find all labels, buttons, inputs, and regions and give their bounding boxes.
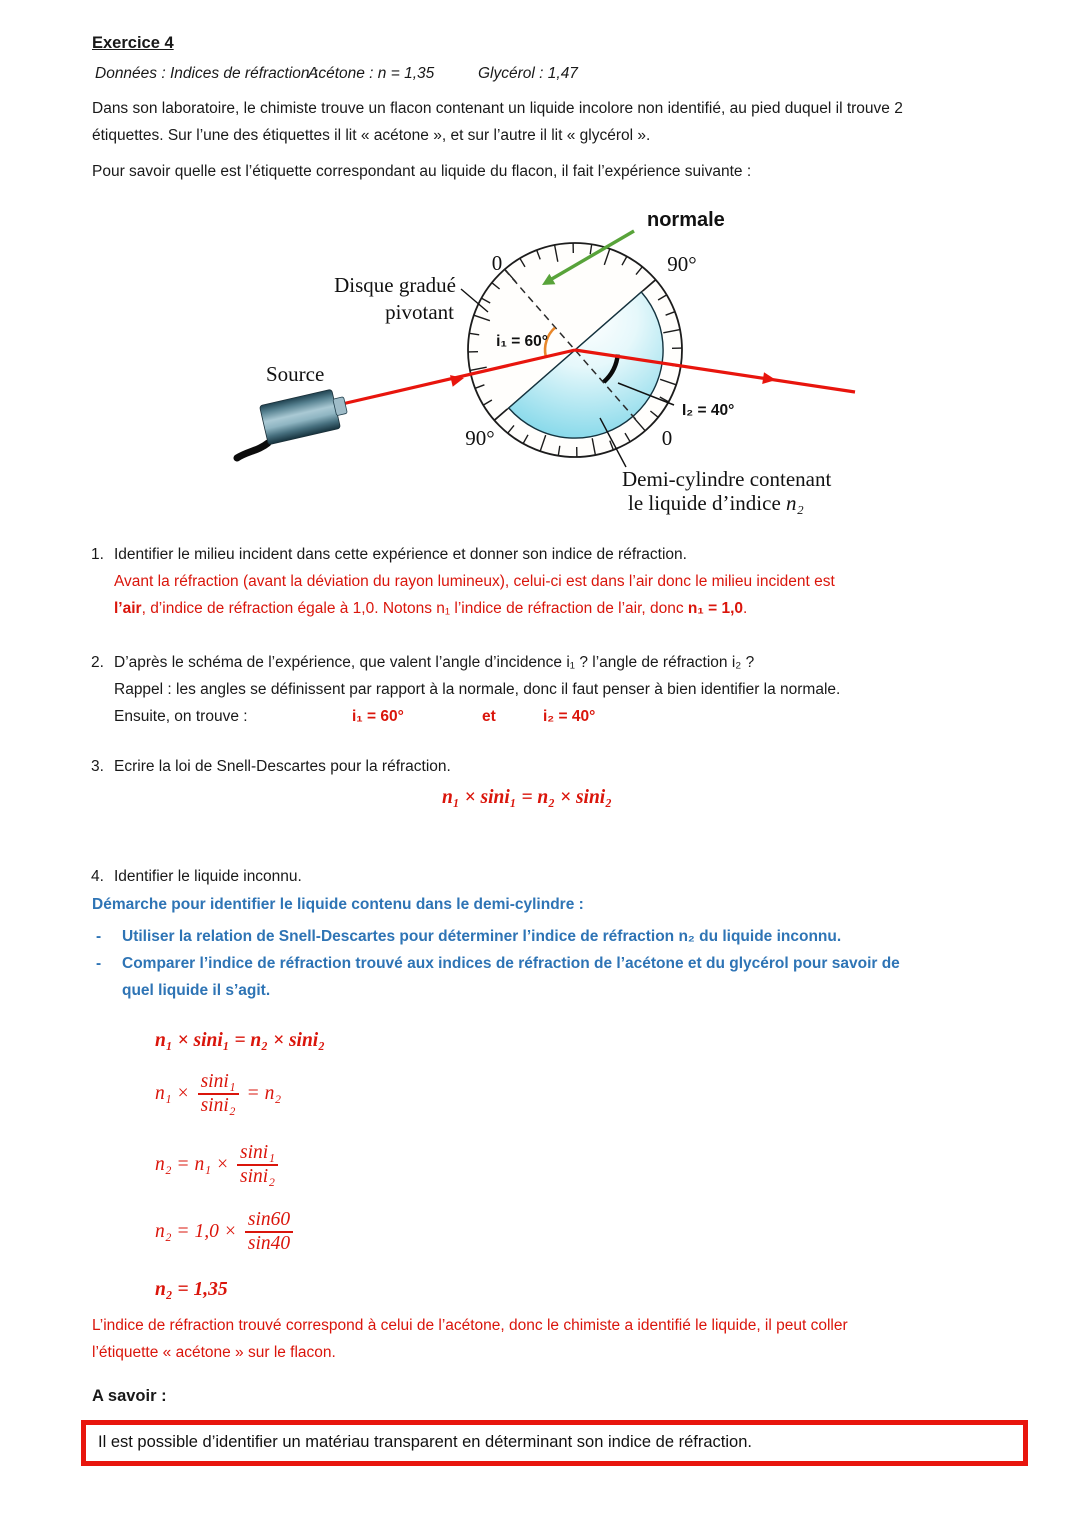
refracted-ray bbox=[574, 348, 856, 394]
derivation-result: n₂ = 1,35 bbox=[155, 1279, 228, 1300]
data-acetone-value: Acétone : n = 1,35 bbox=[308, 65, 435, 82]
source-label: Source bbox=[266, 362, 324, 386]
q2-i2-value: i₂ = 40° bbox=[543, 708, 596, 725]
q4-bullet1-dash: - bbox=[96, 928, 102, 945]
q4-number: 4. bbox=[91, 868, 104, 885]
normale-label: normale bbox=[647, 209, 725, 231]
disque-label-line1: Disque gradué bbox=[334, 273, 456, 297]
q4-bullet2-line1: Comparer l’indice de réfraction trouvé a… bbox=[122, 955, 900, 972]
incidence-angle-arc bbox=[543, 326, 556, 357]
demi-cylindre-label-line2: le liquide d’indice n₂ bbox=[628, 491, 804, 515]
refracted-ray-arrowhead bbox=[762, 372, 776, 384]
derivation-line1: n₁ × sini₁ = n₂ × sini₂ bbox=[155, 1030, 326, 1051]
q4-bullet2-line2: quel liquide il s’agit. bbox=[122, 982, 271, 999]
exercise-title: Exercice 4 bbox=[92, 34, 174, 52]
a-savoir-heading: A savoir : bbox=[92, 1387, 167, 1405]
source-device bbox=[259, 389, 348, 445]
data-glycerol-value: Glycérol : 1,47 bbox=[478, 65, 578, 82]
scale-0-top-left: 0 bbox=[492, 251, 503, 275]
demi-label-leader bbox=[599, 417, 627, 468]
conclusion-line2: l’étiquette « acétone » sur le flacon. bbox=[92, 1344, 336, 1361]
q2-rappel: Rappel : les angles se définissent par r… bbox=[114, 681, 841, 698]
i2-angle-label: I₂ = 40° bbox=[682, 402, 734, 419]
i1-angle-label: i₁ = 60° bbox=[496, 333, 548, 350]
normale-arrow bbox=[549, 229, 635, 282]
key-point-text: Il est possible d’identifier un matériau… bbox=[98, 1433, 752, 1451]
normal-dashed-line bbox=[504, 269, 639, 422]
q2-i1-value: i₁ = 60° bbox=[352, 708, 404, 725]
liquid-half-cylinder bbox=[507, 291, 664, 439]
q1-answer-line1: Avant la réfraction (avant la déviation … bbox=[114, 573, 835, 590]
q3-number: 3. bbox=[91, 758, 104, 775]
q4-bullet2-dash: - bbox=[96, 955, 102, 972]
demi-cylindre-label-line1: Demi-cylindre contenant bbox=[622, 467, 831, 491]
q2-number: 2. bbox=[91, 654, 104, 671]
disque-label-line2: pivotant bbox=[385, 300, 454, 324]
incident-ray-arrowhead bbox=[450, 375, 464, 387]
conclusion-line1: L’indice de réfraction trouvé correspond… bbox=[92, 1317, 848, 1334]
scale-90-bottom-left: 90° bbox=[465, 426, 494, 450]
scale-90-top-right: 90° bbox=[667, 252, 696, 276]
normale-arrowhead bbox=[542, 273, 556, 285]
intro-line-2: étiquettes. Sur l’une des étiquettes il … bbox=[92, 127, 651, 144]
scale-0-bottom-right: 0 bbox=[662, 426, 673, 450]
q1-answer-line2: l’air, d’indice de réfraction égale à 1,… bbox=[114, 600, 748, 617]
q4-demarche-heading: Démarche pour identifier le liquide cont… bbox=[92, 896, 584, 913]
key-point-box: Il est possible d’identifier un matériau… bbox=[81, 1420, 1028, 1466]
source-cable bbox=[233, 439, 272, 462]
q3-text: Ecrire la loi de Snell-Descartes pour la… bbox=[114, 758, 451, 775]
experience-line: Pour savoir quelle est l’étiquette corre… bbox=[92, 163, 752, 180]
disque-label-leader bbox=[460, 288, 489, 313]
q4-bullet1-text: Utiliser la relation de Snell-Descartes … bbox=[122, 928, 842, 945]
q2-ensuite: Ensuite, on trouve : bbox=[114, 708, 248, 725]
refraction-experiment-diagram: normale Disque gradué pivotant Source 0 … bbox=[233, 209, 856, 515]
snell-descartes-formula: n₁ × sini₁ = n₂ × sini₂ bbox=[442, 787, 613, 808]
q2-text: D’après le schéma de l’expérience, que v… bbox=[114, 654, 755, 671]
q4-text: Identifier le liquide inconnu. bbox=[114, 868, 302, 885]
intro-line-1: Dans son laboratoire, le chimiste trouve… bbox=[92, 100, 903, 117]
q1-text: Identifier le milieu incident dans cette… bbox=[114, 546, 687, 563]
data-line-label: Données : Indices de réfraction : bbox=[95, 65, 319, 82]
refraction-angle-leader-line bbox=[617, 382, 675, 406]
q1-number: 1. bbox=[91, 546, 104, 563]
q2-et: et bbox=[482, 708, 496, 725]
